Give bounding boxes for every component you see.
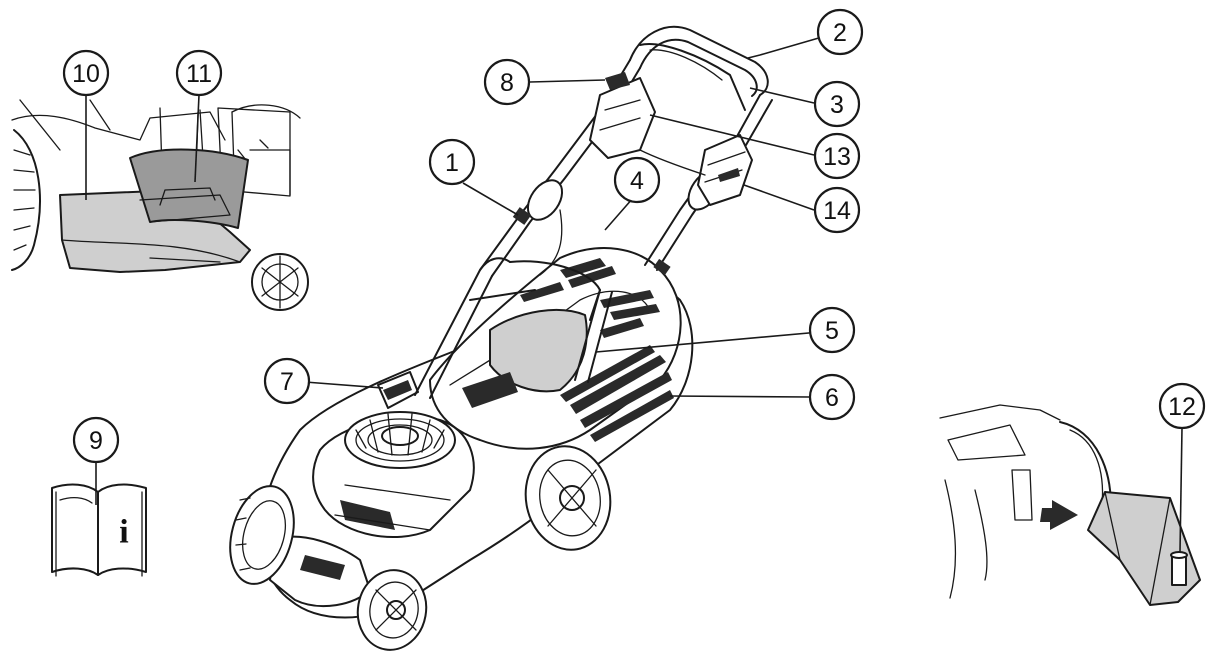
callout-7: 7	[265, 359, 309, 403]
inset-left-wheel	[12, 130, 40, 270]
inset-rear-wheel	[252, 254, 308, 310]
callout-10: 10	[64, 51, 108, 95]
svg-text:6: 6	[825, 384, 839, 412]
svg-text:8: 8	[500, 69, 514, 97]
callout-6: 6	[810, 375, 854, 419]
svg-text:13: 13	[823, 143, 851, 171]
callout-13: 13	[815, 134, 859, 178]
callout-14: 14	[815, 188, 859, 232]
callout-1: 1	[430, 140, 474, 184]
callout-9: 9	[74, 418, 118, 462]
callout-5: 5	[810, 308, 854, 352]
svg-text:4: 4	[630, 167, 644, 195]
callout-2: 2	[818, 10, 862, 54]
throttle-control-part	[590, 78, 655, 158]
svg-text:14: 14	[823, 197, 851, 225]
svg-text:11: 11	[186, 60, 212, 88]
svg-text:1: 1	[445, 149, 459, 177]
svg-text:5: 5	[825, 317, 839, 345]
callout-12: 12	[1160, 384, 1204, 428]
lawn-mower-illustration	[220, 27, 772, 653]
manual-book-icon: i	[52, 485, 146, 576]
callout-11: 11	[177, 51, 221, 95]
speed-control-part	[698, 135, 752, 205]
callout-8: 8	[485, 60, 529, 104]
svg-text:10: 10	[72, 60, 100, 88]
svg-text:7: 7	[280, 368, 294, 396]
callout-4: 4	[615, 158, 659, 202]
svg-text:9: 9	[89, 427, 103, 455]
svg-text:3: 3	[830, 91, 844, 119]
svg-text:2: 2	[833, 19, 847, 47]
manual-info-glyph: i	[119, 514, 128, 551]
inset-mulch-plug-view	[940, 405, 1200, 605]
mulching-plug-part	[1088, 492, 1200, 605]
insert-arrow-icon	[1040, 500, 1078, 530]
inset-catcher-view	[12, 100, 308, 310]
svg-text:12: 12	[1168, 393, 1196, 421]
callout-3: 3	[815, 82, 859, 126]
